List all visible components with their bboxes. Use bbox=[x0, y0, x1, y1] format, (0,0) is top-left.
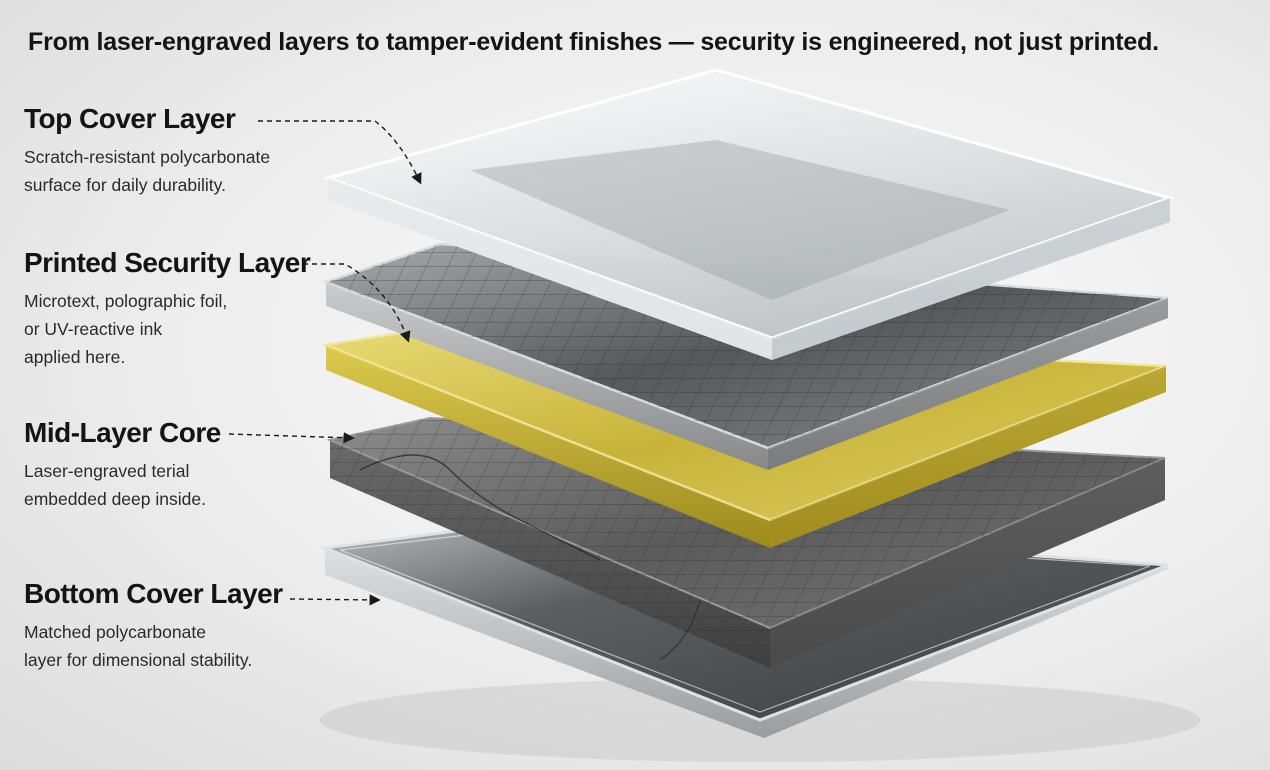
printed-security-layer-label: Printed Security Layer Microtext, pologr… bbox=[24, 247, 311, 371]
top-cover-layer-description: Scratch-resistant polycarbonate surface … bbox=[24, 147, 271, 195]
top-cover-leader-line bbox=[258, 120, 422, 185]
bottom-cover-layer-title: Bottom Cover Layer bbox=[24, 578, 283, 609]
top-cover-layer-title: Top Cover Layer bbox=[24, 103, 236, 134]
mid-layer-core-label: Mid-Layer Core Laser-engraved terial emb… bbox=[24, 417, 221, 513]
mid-layer-core-leader-line bbox=[228, 432, 355, 444]
top-cover-layer-shape bbox=[323, 68, 1175, 360]
page-subtitle: From laser-engraved layers to tamper-evi… bbox=[28, 28, 1159, 56]
printed-security-layer-title: Printed Security Layer bbox=[24, 247, 311, 278]
printed-security-layer-description: Microtext, polographic foil, or UV-react… bbox=[24, 291, 228, 367]
mid-layer-core-title: Mid-Layer Core bbox=[24, 417, 221, 448]
mid-layer-core-description: Laser-engraved terial embedded deep insi… bbox=[24, 461, 206, 509]
bottom-cover-layer-description: Matched polycarbonate layer for dimensio… bbox=[24, 622, 253, 670]
printed-security-leader-line bbox=[303, 263, 411, 343]
leader-lines bbox=[228, 120, 422, 606]
bottom-cover-layer-label: Bottom Cover Layer Matched polycarbonate… bbox=[24, 578, 283, 674]
top-cover-layer-label: Top Cover Layer Scratch-resistant polyca… bbox=[24, 103, 270, 199]
bottom-cover-leader-line bbox=[289, 594, 381, 606]
